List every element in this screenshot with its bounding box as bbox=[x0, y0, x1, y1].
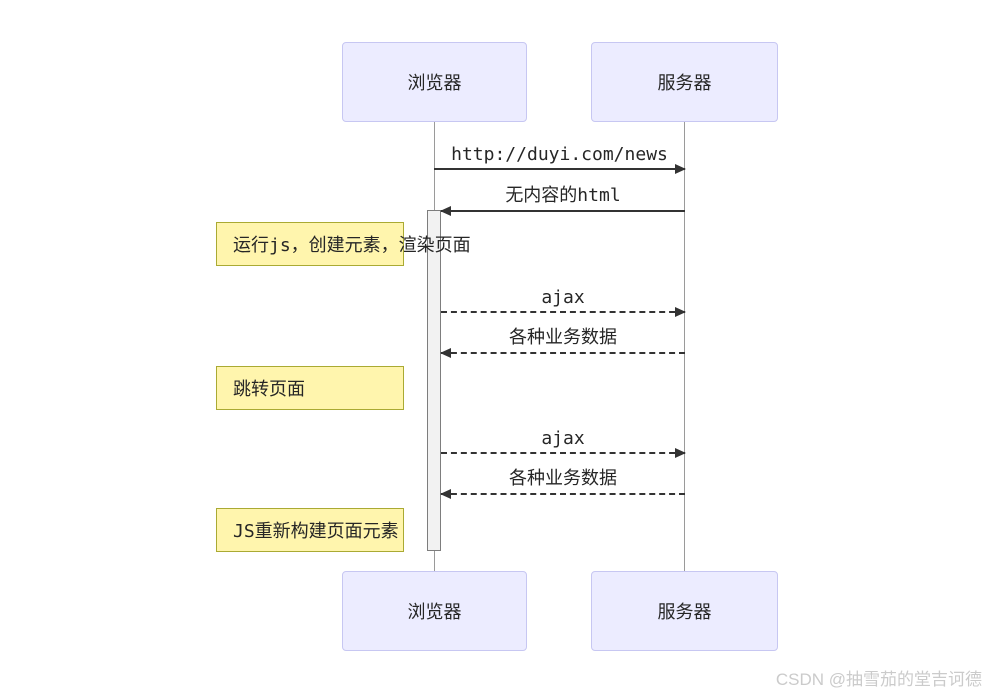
note-rebuild-elements-text: JS重新构建页面元素 bbox=[233, 521, 399, 542]
actor-browser-bottom: 浏览器 bbox=[342, 571, 527, 651]
actor-server-bottom: 服务器 bbox=[591, 571, 778, 651]
note-rebuild-elements: JS重新构建页面元素 bbox=[216, 508, 404, 552]
message-http-request-label: http://duyi.com/news bbox=[451, 144, 668, 165]
arrowhead-left-icon bbox=[440, 489, 451, 499]
browser-activation-bar bbox=[427, 210, 441, 551]
message-empty-html-label: 无内容的html bbox=[505, 185, 621, 206]
message-data-2: 各种业务数据 bbox=[440, 467, 685, 499]
message-data-2-line bbox=[441, 493, 685, 495]
message-ajax-2-label: ajax bbox=[541, 428, 585, 449]
message-ajax-2: ajax bbox=[441, 426, 686, 458]
arrowhead-right-icon bbox=[675, 307, 686, 317]
actor-server-bottom-label: 服务器 bbox=[657, 602, 712, 623]
actor-browser-top: 浏览器 bbox=[342, 42, 527, 122]
note-run-js: 运行js，创建元素，渲染页面 bbox=[216, 222, 471, 266]
message-ajax-1-label: ajax bbox=[541, 287, 585, 308]
message-empty-html-line bbox=[441, 210, 685, 212]
server-lifeline bbox=[684, 122, 685, 571]
arrowhead-right-icon bbox=[675, 448, 686, 458]
message-data-2-label: 各种业务数据 bbox=[509, 468, 617, 489]
csdn-watermark: CSDN @抽雪茄的堂吉诃德 bbox=[775, 670, 982, 689]
message-ajax-1: ajax bbox=[441, 285, 686, 317]
message-data-1-line bbox=[441, 352, 685, 354]
arrowhead-right-icon bbox=[675, 164, 686, 174]
message-http-request-line bbox=[434, 168, 685, 170]
actor-server-top: 服务器 bbox=[591, 42, 778, 122]
arrowhead-left-icon bbox=[440, 348, 451, 358]
actor-server-top-label: 服务器 bbox=[657, 73, 712, 94]
actor-browser-bottom-label: 浏览器 bbox=[407, 602, 462, 623]
message-empty-html: 无内容的html bbox=[440, 184, 685, 216]
actor-browser-top-label: 浏览器 bbox=[407, 73, 462, 94]
message-data-1-label: 各种业务数据 bbox=[509, 327, 617, 348]
message-http-request: http://duyi.com/news bbox=[434, 142, 686, 174]
arrowhead-left-icon bbox=[440, 206, 451, 216]
note-jump-page-text: 跳转页面 bbox=[233, 379, 305, 400]
note-jump-page: 跳转页面 bbox=[216, 366, 404, 410]
message-ajax-1-line bbox=[441, 311, 685, 313]
note-run-js-text: 运行js，创建元素，渲染页面 bbox=[233, 235, 471, 256]
message-data-1: 各种业务数据 bbox=[440, 326, 685, 358]
message-ajax-2-line bbox=[441, 452, 685, 454]
